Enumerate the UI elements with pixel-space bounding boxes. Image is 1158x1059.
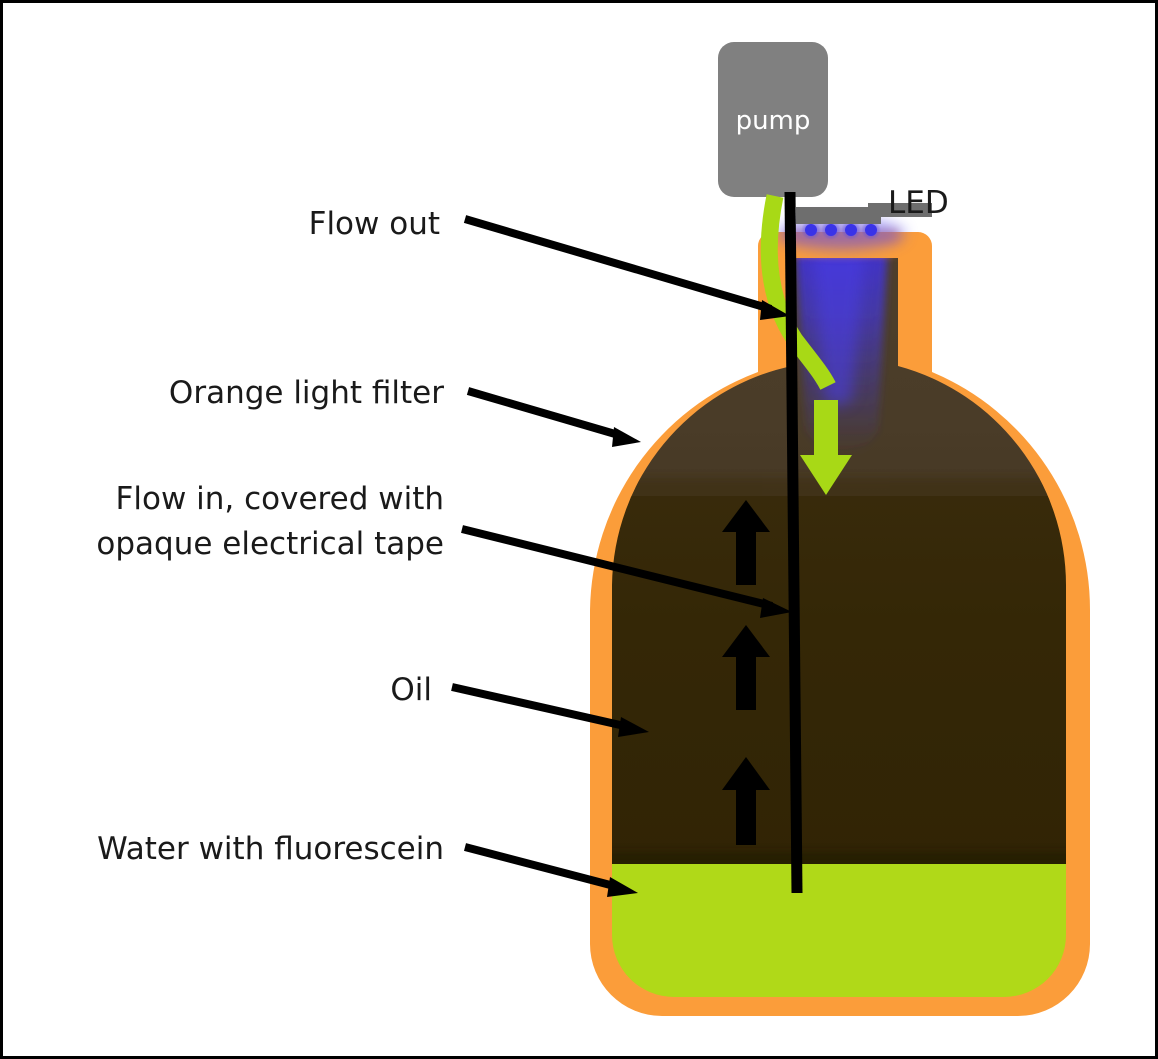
oil-lower-region [612, 496, 1066, 871]
pump-body[interactable] [718, 42, 828, 197]
label-oil: Oil [390, 672, 432, 708]
led-diodes [801, 220, 881, 240]
led-mount-bar[interactable] [796, 207, 881, 224]
leader-flow-out [463, 215, 790, 320]
water-with-fluorescein-region [612, 864, 1066, 997]
label-water-with-fluorescein: Water with fluorescein [97, 831, 444, 867]
flow-up-arrow [722, 757, 770, 845]
pump-module[interactable]: pump [718, 42, 828, 197]
leader-oil [451, 683, 649, 737]
pump-label: pump [736, 106, 811, 136]
flow-up-arrow [722, 625, 770, 710]
flow-up-arrow [722, 500, 770, 585]
label-leader-arrows [451, 215, 792, 897]
led-diode-core [865, 224, 877, 236]
led-mount-bar-extension[interactable] [868, 203, 932, 217]
bottle-assembly [590, 230, 1090, 1016]
flow-in-tube-black [784, 191, 803, 894]
led-beam-core [812, 258, 866, 406]
led-strip-assembly[interactable] [777, 203, 932, 250]
label-flow-out: Flow out [309, 206, 440, 242]
label-orange-light-filter: Orange light filter [169, 375, 444, 411]
leader-flow-in [461, 525, 792, 618]
led-diode-core [805, 224, 817, 236]
flow-down-arrow-green [800, 400, 852, 495]
leader-water [463, 843, 638, 897]
leader-orange-filter [466, 387, 641, 447]
led-diode-core [825, 224, 837, 236]
label-flow-in-line2: opaque electrical tape [96, 526, 444, 562]
flow-up-arrows-black [722, 500, 770, 845]
label-flow-in-line1: Flow in, covered with [116, 481, 444, 517]
text-labels: Flow out Orange light filter Flow in, co… [96, 185, 948, 867]
label-led: LED [888, 185, 949, 221]
led-diode-core [845, 224, 857, 236]
